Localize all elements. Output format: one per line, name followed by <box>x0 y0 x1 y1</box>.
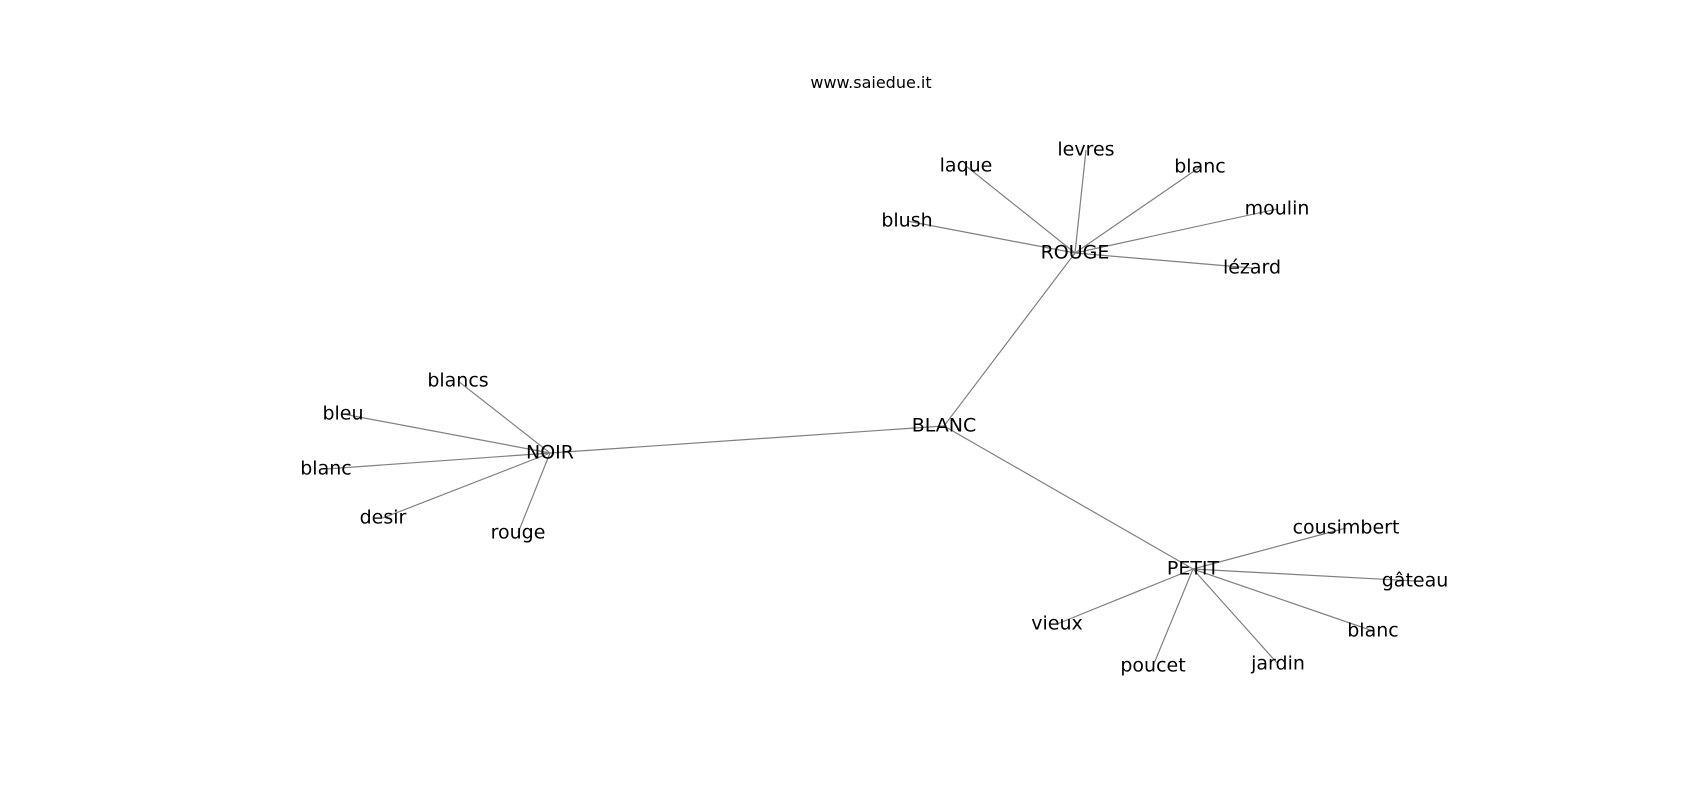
edge-rouge-r_laque <box>965 165 1076 254</box>
node-label-rouge: ROUGE <box>1041 242 1110 264</box>
edge-noir-n_desir <box>382 452 551 519</box>
node-label-n-bleu: bleu <box>322 403 363 425</box>
edge-noir-n_blanc <box>325 452 551 470</box>
node-label-r-laque: laque <box>940 155 993 177</box>
node-label-p-blanc: blanc <box>1347 620 1398 642</box>
edge-petit-p_jardin <box>1192 568 1279 665</box>
edge-blanc-petit <box>943 425 1194 570</box>
edge-noir-n_blancs <box>457 380 551 454</box>
edge-rouge-r_lezard <box>1074 252 1253 269</box>
edge-rouge-r_blanc <box>1074 166 1201 254</box>
node-label-p-gateau: gâteau <box>1382 570 1449 592</box>
edge-petit-p_cousimbert <box>1192 527 1347 570</box>
edges-layer <box>325 149 1416 667</box>
node-label-r-blush: blush <box>881 210 932 232</box>
labels-layer: BLANC ROUGE NOIR PETIT laque levres blanc mouli… <box>300 139 1448 677</box>
watermark-text: www.saiedue.it <box>810 73 931 92</box>
node-label-r-levres: levres <box>1057 139 1114 161</box>
edge-rouge-r_moulin <box>1074 208 1278 254</box>
node-label-p-jardin: jardin <box>1250 653 1305 675</box>
node-label-r-lezard: lézard <box>1223 257 1281 279</box>
node-label-petit: PETIT <box>1167 558 1220 580</box>
edge-noir-n_bleu <box>342 413 551 454</box>
node-label-r-blanc: blanc <box>1174 156 1225 178</box>
edge-noir-n_rouge <box>517 452 551 534</box>
node-label-r-moulin: moulin <box>1245 198 1310 220</box>
edge-rouge-r_blush <box>906 220 1076 254</box>
edge-petit-p_poucet <box>1152 568 1194 667</box>
node-label-n-blanc: blanc <box>300 458 351 480</box>
node-label-n-rouge: rouge <box>491 522 546 544</box>
node-label-noir: NOIR <box>526 442 574 464</box>
node-label-p-cousimbert: cousimbert <box>1293 517 1400 539</box>
edge-blanc-rouge <box>943 252 1076 427</box>
node-label-blanc: BLANC <box>912 415 977 437</box>
edge-rouge-r_levres <box>1074 149 1087 254</box>
edge-petit-p_vieux <box>1056 568 1194 625</box>
edge-blanc-noir <box>549 425 945 454</box>
node-label-p-poucet: poucet <box>1120 655 1185 677</box>
edge-petit-p_blanc <box>1192 568 1374 632</box>
node-label-n-blancs: blancs <box>427 370 488 392</box>
node-label-n-desir: desir <box>360 507 407 529</box>
edge-petit-p_gateau <box>1192 568 1416 582</box>
node-label-p-vieux: vieux <box>1031 613 1083 635</box>
